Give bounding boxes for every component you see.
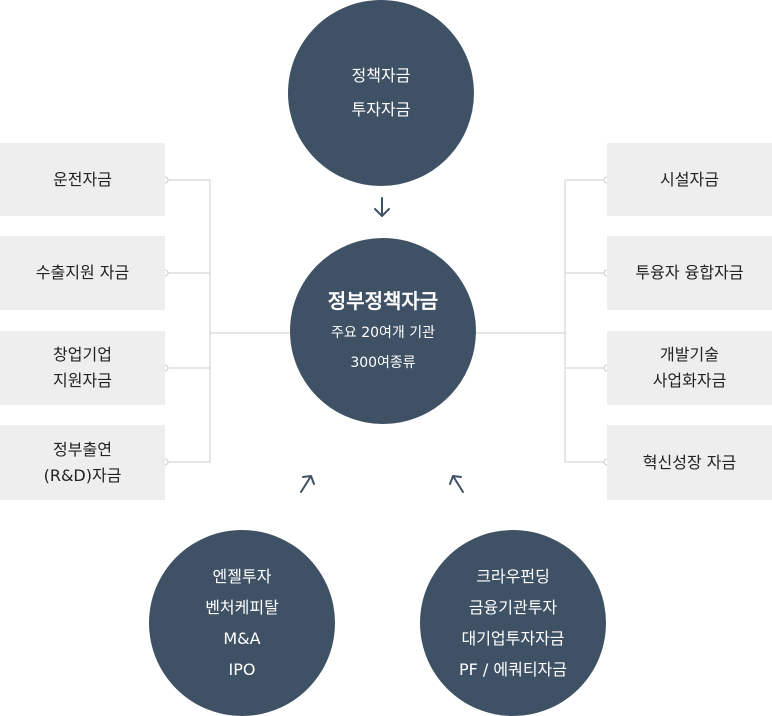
box-commercialization-funds: 개발기술 사업화자금 — [607, 331, 772, 405]
center-circle: 정부정책자금 주요 20여개 기관 300여종류 — [290, 238, 476, 424]
box-line: 수출지원 자금 — [35, 263, 130, 282]
arrow-up-left-icon — [449, 475, 464, 493]
box-line: 시설자금 — [660, 169, 719, 189]
circle-line: 벤처케피탈 — [205, 598, 279, 617]
box-convergence-funds: 투융자 융합자금 — [607, 236, 772, 310]
box-line: 창업기업 — [53, 345, 112, 364]
box-line: 개발기술 — [660, 345, 719, 364]
center-line: 300여종류 — [350, 355, 416, 371]
circle-line: IPO — [228, 660, 256, 679]
circle-line: 금융기관투자 — [468, 598, 558, 617]
box-line: 운전자금 — [53, 169, 112, 189]
box-line: (R&D)자금 — [43, 465, 122, 485]
circle-line: M&A — [223, 629, 261, 648]
circle-line: 투자자금 — [351, 100, 411, 119]
circle-line: PF / 에쿼티자금 — [458, 660, 567, 679]
right-connector — [476, 179, 607, 463]
box-startup-support-funds: 창업기업 지원자금 — [0, 331, 165, 405]
box-line: 사업화자금 — [652, 371, 727, 390]
box-line: 지원자금 — [53, 371, 112, 390]
box-line: 정부출연 — [53, 439, 112, 459]
circle-line: 크라우펀딩 — [476, 567, 550, 586]
box-line: 투융자 융합자금 — [635, 263, 744, 282]
arrow-down-icon — [374, 197, 390, 217]
top-circle: 정책자금 투자자금 — [288, 0, 474, 186]
circle-line: 대기업투자자금 — [461, 629, 565, 648]
box-facility-funds: 시설자금 — [607, 143, 772, 216]
bottom-right-circle: 크라우펀딩 금융기관투자 대기업투자자금 PF / 에쿼티자금 — [420, 530, 606, 716]
box-operating-funds: 운전자금 — [0, 143, 165, 216]
box-export-support-funds: 수출지원 자금 — [0, 236, 165, 310]
center-title: 정부정책자금 — [327, 289, 439, 313]
arrow-up-right-icon — [300, 475, 315, 493]
box-line: 혁신성장 자금 — [642, 452, 737, 472]
box-innovation-growth-funds: 혁신성장 자금 — [607, 425, 772, 500]
bottom-left-circle: 엔젤투자 벤처케피탈 M&A IPO — [149, 530, 335, 716]
left-connector — [165, 179, 290, 463]
center-line: 주요 20여개 기관 — [331, 325, 435, 341]
circle-line: 정책자금 — [351, 66, 411, 85]
box-rnd-funds: 정부출연 (R&D)자금 — [0, 425, 165, 500]
circle-line: 엔젤투자 — [212, 567, 272, 586]
